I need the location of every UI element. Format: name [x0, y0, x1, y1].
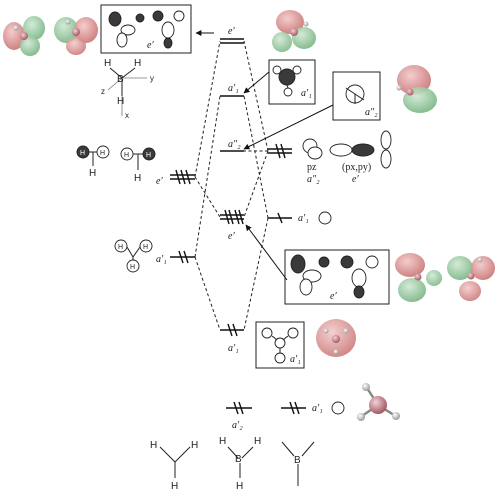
sketch-e-mid-1: [290, 254, 330, 296]
mo-level-e-mid: [220, 209, 244, 225]
pz-sym-label: a″₂: [307, 174, 320, 185]
correlation-lines: [194, 40, 269, 331]
sketch-e-top-2: [152, 10, 185, 49]
s-orbital-sketch: [318, 211, 332, 225]
pz-label: pz: [307, 162, 317, 173]
px-orbital-sketch: [329, 143, 375, 157]
axis-y-label: y: [150, 74, 154, 83]
svg-text:H: H: [118, 244, 123, 251]
bottom-level-a2: [226, 401, 252, 415]
svg-text:H: H: [80, 150, 85, 157]
svg-text:H: H: [191, 440, 198, 451]
mo-label-e-mid: e′: [228, 231, 235, 242]
rendered-orbital-e-mid-2: [447, 256, 495, 301]
bottom-label-a2: a′₂: [232, 420, 243, 431]
svg-text:H: H: [100, 150, 105, 157]
left-fragment-e-molecule-2: H H H: [120, 147, 156, 184]
mo-label-a2: a″₂: [228, 139, 241, 150]
svg-text:B: B: [294, 455, 301, 466]
mo-label-a1-low: a′₁: [228, 343, 239, 354]
axis-x-label: x: [125, 111, 129, 120]
svg-text:H: H: [254, 436, 261, 447]
pxpy-label: (px,py): [342, 162, 371, 173]
svg-text:H: H: [171, 481, 178, 492]
s-sym-label: a′₁: [298, 213, 309, 224]
axes-molecule: H H B H y z x: [101, 58, 154, 120]
svg-text:H: H: [124, 152, 129, 159]
rendered-orbital-e-top-left-1: [3, 16, 45, 56]
structure-b: B: [281, 441, 315, 486]
left-label-e: e′: [156, 176, 163, 187]
svg-text:B: B: [235, 454, 242, 465]
axes-atom-h2: H: [134, 58, 141, 69]
rendered-bh3-ball-stick: [357, 383, 400, 421]
svg-text:H: H: [150, 440, 157, 451]
rendered-orbital-e-top-right: [272, 10, 316, 52]
box-label-a1-low: a′₁: [290, 354, 301, 365]
left-level-a1: [170, 250, 195, 264]
svg-text:H: H: [236, 481, 243, 492]
structure-h3: H H H: [150, 440, 198, 492]
right-level-s-electron: [277, 212, 283, 224]
box-label-a1-top: a′₁: [301, 88, 312, 99]
py-orbital-sketch: [380, 130, 392, 169]
bottom-level-a1: [281, 401, 306, 415]
mo-level-a1-low: [220, 323, 244, 337]
sketch-a2: [345, 84, 365, 104]
svg-text:H: H: [146, 152, 151, 159]
box-label-e-top: e′: [147, 40, 154, 51]
svg-text:H: H: [219, 436, 226, 447]
arrow-a2: [243, 104, 334, 150]
svg-text:H: H: [130, 264, 135, 271]
right-level-p: [268, 143, 292, 159]
structure-bh3: H H B H: [219, 436, 261, 492]
mo-label-a1-top: a′₁: [228, 83, 239, 94]
left-label-a1: a′₁: [156, 254, 167, 265]
bottom-s-orbital: [331, 401, 345, 415]
mo-label-e-top: e′: [228, 26, 235, 37]
arrow-e-mid: [245, 224, 288, 281]
sketch-a1-top: [272, 65, 302, 97]
arrow-a1-top: [243, 71, 270, 94]
rendered-orbital-e-top-left-2: [54, 17, 98, 55]
axes-atom-h1: H: [104, 58, 111, 69]
sketch-e-mid-2: [340, 255, 379, 299]
pxpy-sym-label: e′: [352, 174, 359, 185]
box-label-a2: a″₂: [365, 107, 378, 118]
svg-text:H: H: [143, 244, 148, 251]
rendered-orbital-e-mid-1: [395, 253, 442, 302]
svg-text:H: H: [89, 168, 96, 179]
left-fragment-a1-molecule: H H H: [114, 239, 153, 273]
axes-atom-b: B: [117, 74, 124, 85]
axis-z-label: z: [101, 87, 105, 96]
box-label-e-mid: e′: [330, 291, 337, 302]
bottom-label-a1: a′₁: [312, 403, 323, 414]
axes-atom-h3: H: [117, 96, 124, 107]
rendered-orbital-a1-low: [316, 319, 356, 357]
sketch-a1-low: [261, 327, 299, 364]
sketch-e-top-1: [108, 11, 145, 48]
svg-text:H: H: [134, 173, 141, 184]
pz-orbital-sketch: [302, 138, 323, 160]
left-fragment-e-molecule-1: H H H: [76, 145, 110, 179]
left-level-e: [170, 169, 195, 185]
rendered-orbital-a2: [396, 65, 437, 113]
